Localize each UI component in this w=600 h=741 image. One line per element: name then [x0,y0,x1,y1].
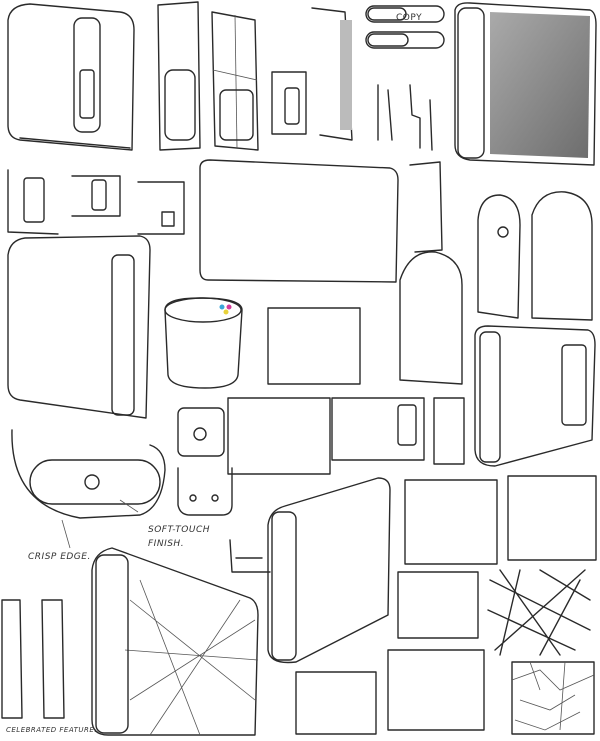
copy-button-label: COPY [396,13,423,23]
stripe-swatches [227,307,597,735]
small-panel-sketches [7,169,185,235]
soft-touch-annotation: SOFT-TOUCH FINISH. [148,525,211,549]
detail-sketches [177,397,465,573]
crosshatch-swatch [487,569,591,656]
striped-device-left [7,235,151,419]
hatched-sections [1,599,65,719]
arch-sketches [399,191,593,385]
device-sketch-top-left [7,3,135,151]
gradient-device-center [267,477,391,664]
striped-box-center [199,159,443,283]
crisp-edge-annotation: CRISP EDGE. [28,552,91,562]
button-sketches [365,5,445,151]
celebrated-feature-annotation: CELEBRATED FEATURE. [6,726,98,734]
front-panel-sketches [157,1,353,151]
soft-touch-closeup [11,429,166,549]
device-sketch-right [474,325,596,467]
device-sketch-top-right [454,2,597,166]
large-device-bottom [91,547,259,736]
ink-cartridge-pod [164,297,243,389]
